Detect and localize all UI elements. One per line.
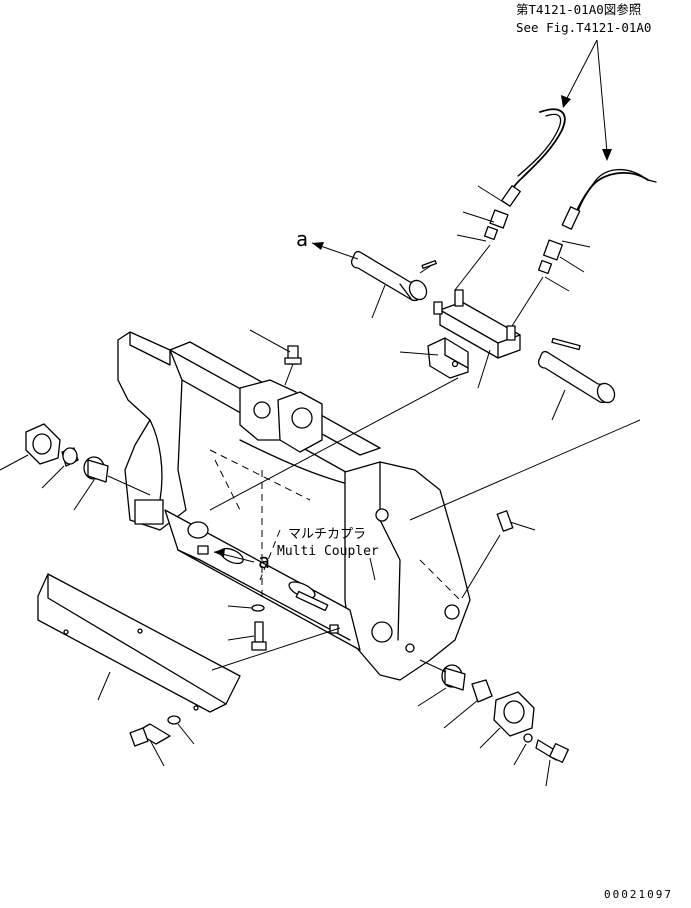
view-arrow-a-lower: a <box>213 548 270 573</box>
fitting-leaders <box>456 185 591 292</box>
multi-coupler-japanese: マルチカプラ <box>288 527 366 542</box>
view-label-lower: a <box>258 549 270 573</box>
pin-leaders <box>209 377 641 521</box>
view-arrow-a-upper: a <box>296 227 359 260</box>
hydraulic-hose-left <box>501 108 566 207</box>
reference-japanese: 第T4121-01A0図参照 <box>516 2 641 17</box>
coupler-frame <box>117 331 471 681</box>
reference-arrows <box>561 39 612 161</box>
hidden-lines <box>209 449 461 601</box>
left-cap-assembly <box>0 423 151 511</box>
multi-coupler-label: マルチカプラ Multi Coupler <box>277 527 379 581</box>
multi-coupler-english: Multi Coupler <box>277 544 379 559</box>
mounting-bracket <box>399 337 491 389</box>
right-cap-assembly <box>417 659 569 787</box>
center-bolt <box>227 604 267 651</box>
figure-number: 00021097 <box>604 888 673 901</box>
fitting-left-upper <box>483 209 509 241</box>
hydraulic-hose-right <box>561 169 657 230</box>
valve-manifold <box>433 244 544 359</box>
fitting-right-upper <box>537 239 563 275</box>
bottom-bolt-left <box>129 715 195 767</box>
pin-right <box>538 337 616 421</box>
cover-plate <box>37 573 341 713</box>
view-label-upper: a <box>296 227 308 251</box>
grease-fitting-right <box>461 510 536 599</box>
pin-upper-left <box>351 250 437 319</box>
grease-fitting-upper <box>249 329 302 386</box>
reference-english: See Fig.T4121-01A0 <box>516 20 651 35</box>
